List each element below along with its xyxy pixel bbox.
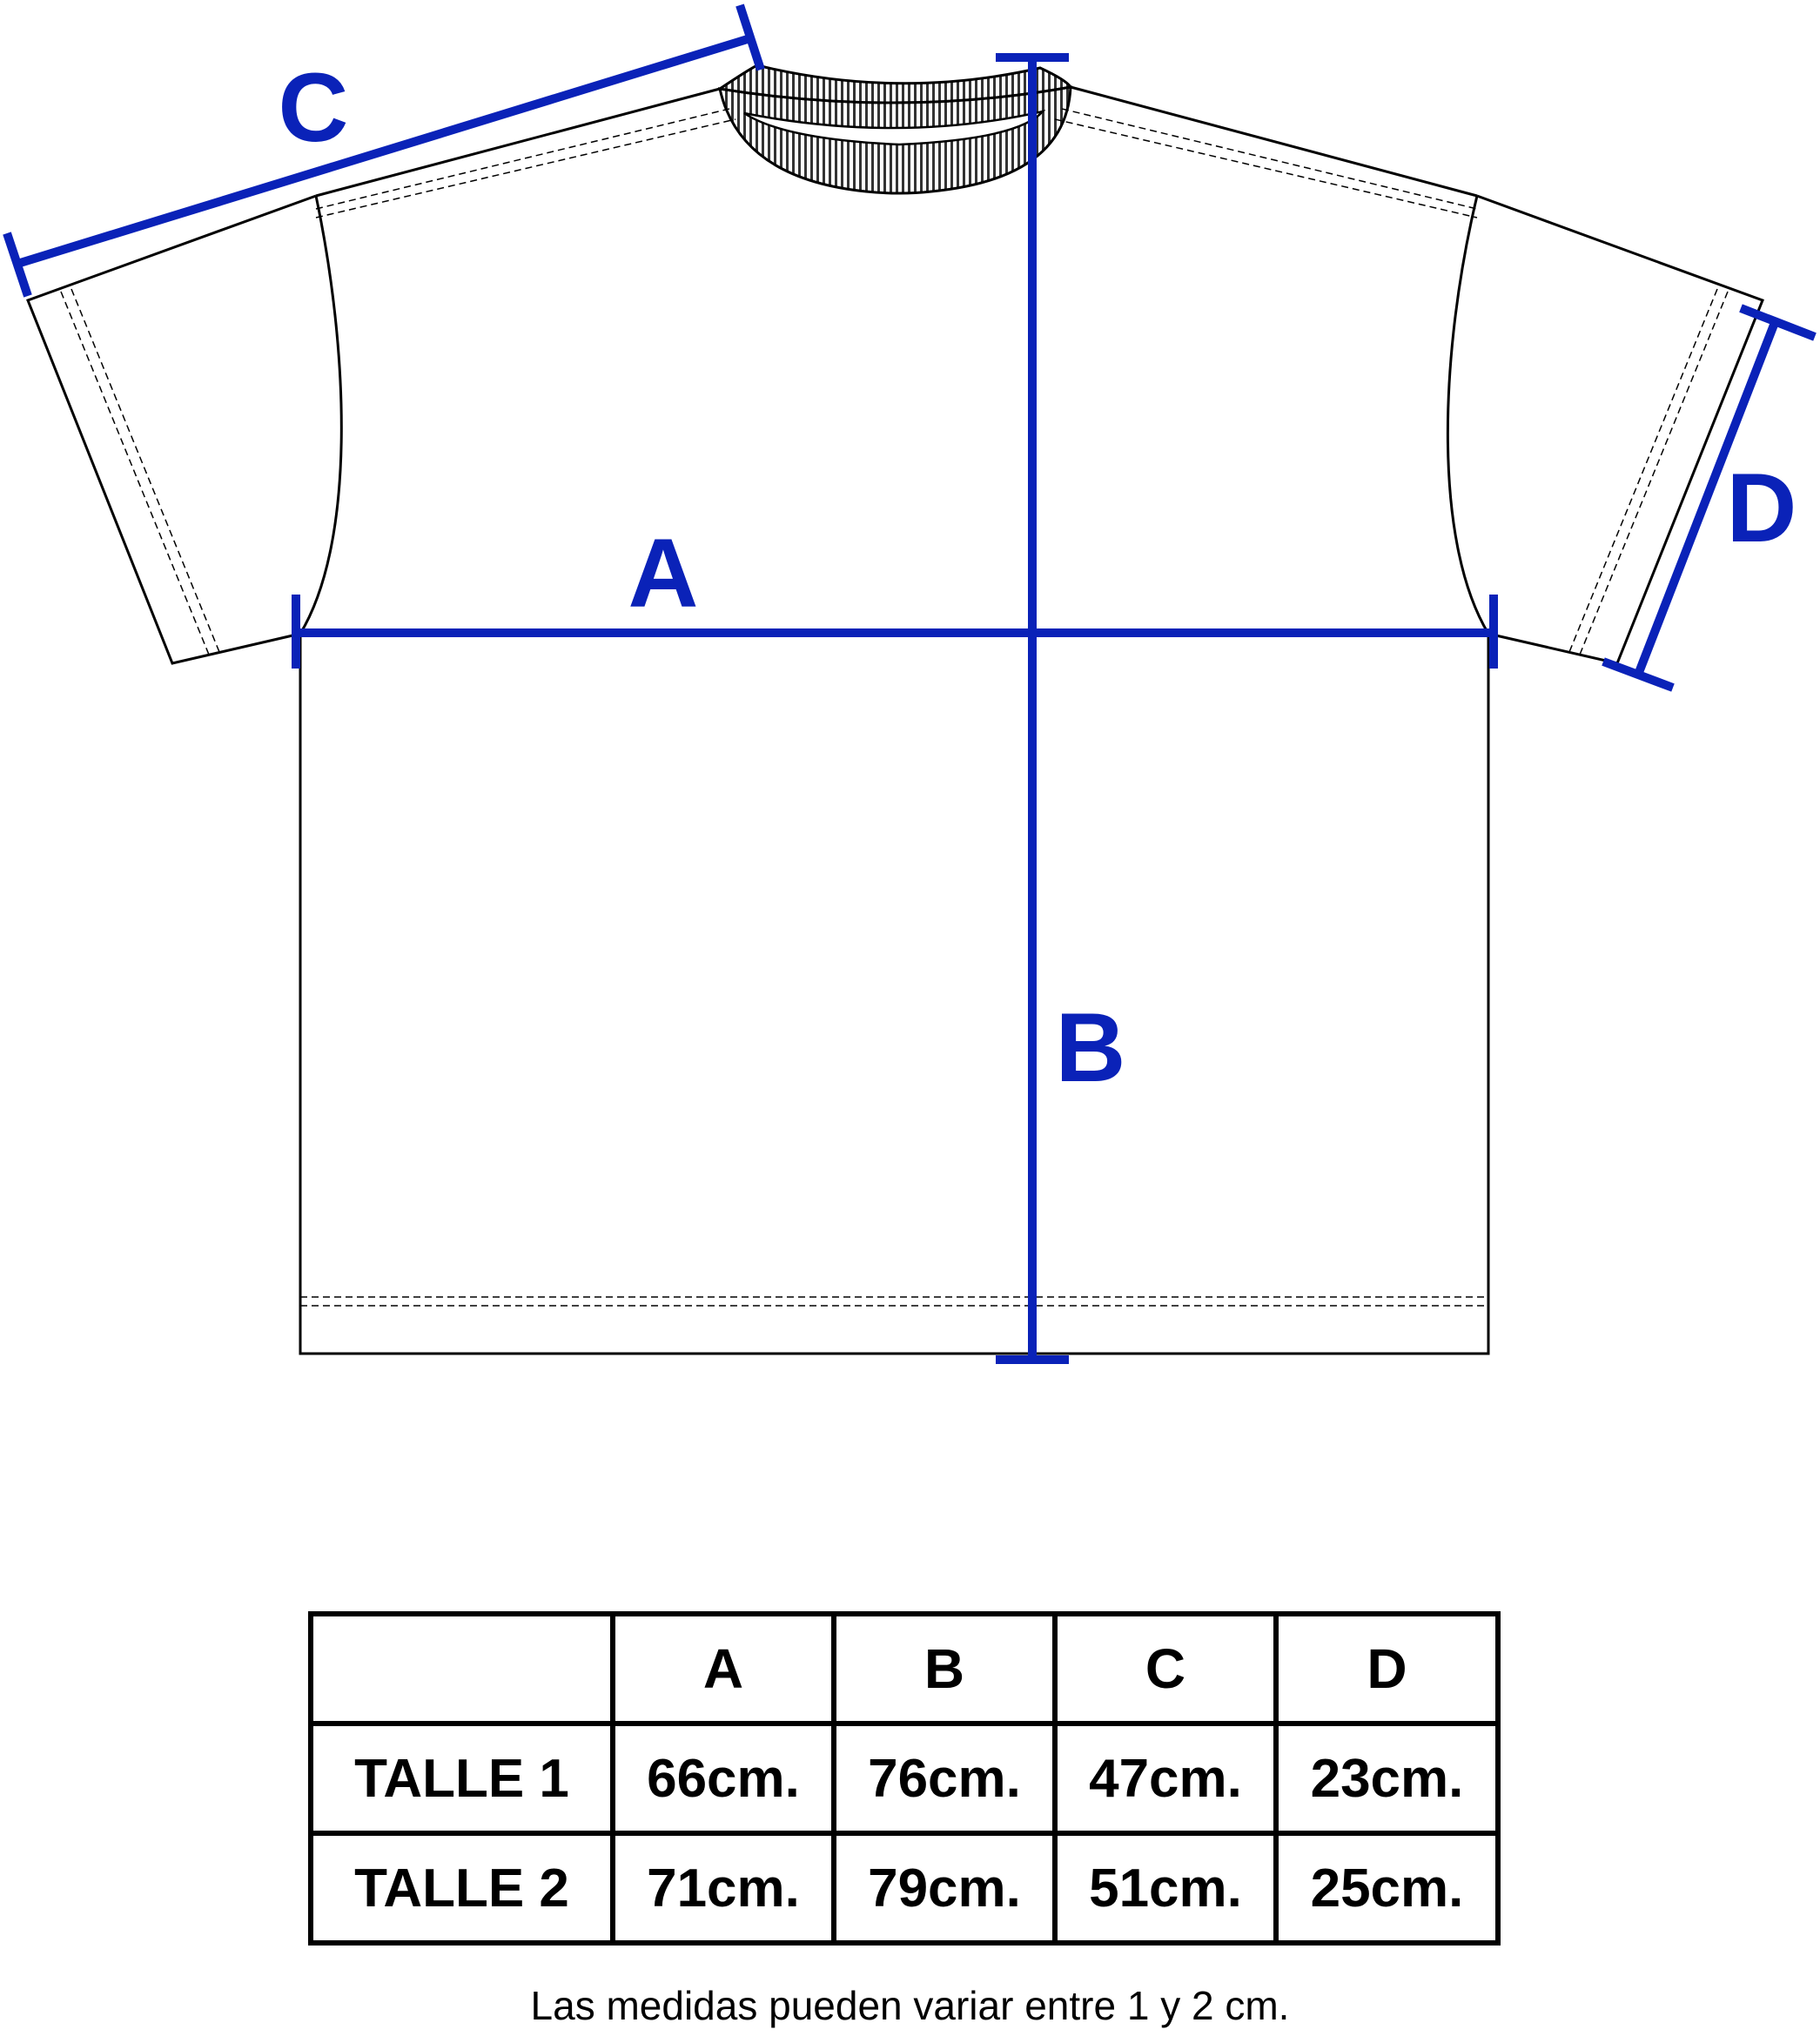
- table-row: TALLE 1 66cm. 76cm. 47cm. 23cm.: [308, 1721, 1501, 1836]
- right-shoulder-topstitch-2: [1054, 118, 1478, 218]
- measure-a: [292, 595, 1498, 669]
- right-sleeve-outline: [1476, 194, 1764, 665]
- collar-inner: [743, 109, 1046, 146]
- tshirt-body-outline: [299, 195, 1490, 1355]
- table-cell: 47cm.: [1052, 1721, 1279, 1836]
- table-cell: 76cm.: [831, 1721, 1058, 1836]
- left-shoulder-topstitch-2: [315, 118, 736, 218]
- table-row: TALLE 2 71cm. 79cm. 51cm. 25cm.: [308, 1831, 1501, 1946]
- right-shoulder-seam: [1070, 85, 1478, 198]
- measure-b: [996, 53, 1069, 1364]
- header-cell-d: D: [1273, 1611, 1501, 1726]
- left-shoulder-topstitch: [315, 108, 730, 210]
- measure-c: [3, 3, 765, 298]
- table-header-row: A B C D: [308, 1611, 1501, 1726]
- label-d: D: [1727, 454, 1797, 562]
- row-label: TALLE 1: [308, 1721, 615, 1836]
- row-label: TALLE 2: [308, 1831, 615, 1946]
- left-sleeve-hem-stitch-2: [71, 288, 220, 653]
- label-c: C: [279, 53, 349, 162]
- label-a: A: [628, 519, 699, 628]
- left-shoulder-seam: [315, 87, 721, 198]
- header-cell-c: C: [1052, 1611, 1279, 1726]
- table-cell: 25cm.: [1273, 1831, 1501, 1946]
- size-table: A B C D TALLE 1 66cm. 76cm. 47cm. 23cm. …: [308, 1611, 1501, 1946]
- right-sleeve-hem-stitch-1: [1579, 291, 1729, 655]
- left-sleeve-outline: [26, 194, 317, 665]
- header-cell-b: B: [831, 1611, 1058, 1726]
- table-cell: 79cm.: [831, 1831, 1058, 1946]
- header-cell-a: A: [610, 1611, 836, 1726]
- table-cell: 66cm.: [610, 1721, 836, 1836]
- table-cell: 71cm.: [610, 1831, 836, 1946]
- right-sleeve-hem-stitch-2: [1568, 288, 1718, 653]
- footnote: Las medidas pueden variar entre 1 y 2 cm…: [530, 1983, 1290, 2028]
- table-cell: 51cm.: [1052, 1831, 1279, 1946]
- header-cell-empty: [308, 1611, 615, 1726]
- right-shoulder-topstitch: [1061, 108, 1478, 210]
- table-cell: 23cm.: [1273, 1721, 1501, 1836]
- tshirt-diagram: A B C D: [3, 3, 1817, 1364]
- measure-d: [1602, 304, 1817, 692]
- label-b: B: [1056, 993, 1126, 1102]
- left-sleeve-hem-stitch-1: [60, 291, 210, 655]
